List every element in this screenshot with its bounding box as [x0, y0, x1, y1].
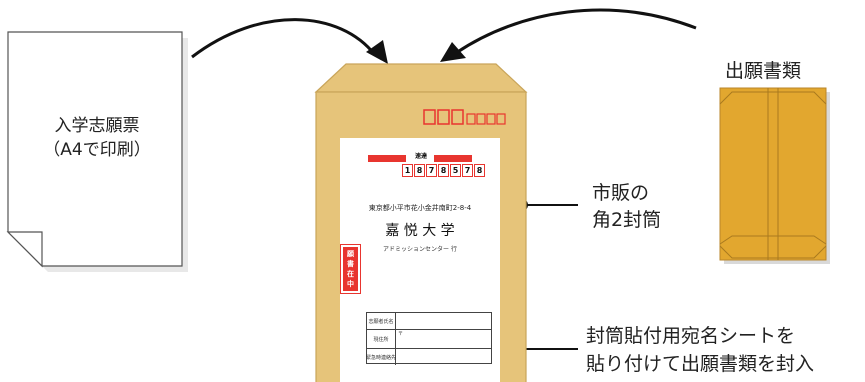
envelope-note: 市販の 角2封筒 — [592, 182, 662, 231]
arrow-left-head — [366, 40, 388, 64]
recipient-address: 東京都小平市花小金井南町2-8-4 — [368, 204, 472, 212]
recipient-dept: アドミッションセンター 行 — [383, 246, 457, 253]
express-heading: 速達 — [414, 153, 427, 160]
documents-envelope — [719, 87, 830, 264]
table-row: 現住所 〒 — [367, 330, 491, 349]
sheet-note: 封筒貼付用宛名シートを 貼り付けて出願書類を封入 — [586, 325, 815, 375]
enclosure-stamp: 願書在中 — [340, 244, 361, 294]
postal-code-digits: 1 8 7 8 5 7 8 — [402, 164, 485, 177]
table-row: 緊急時連絡先 — [366, 349, 491, 365]
express-red-bar-left — [368, 155, 406, 162]
arrow-right-curve — [455, 8, 697, 55]
application-form-paper — [6, 31, 188, 272]
table-row: 志願者氏名 — [367, 313, 491, 330]
documents-label: 出願書類 — [725, 60, 802, 82]
arrow-left-curve — [191, 18, 377, 59]
recipient-school: 嘉 悦 大 学 — [385, 223, 455, 239]
postal-code-boxes — [423, 109, 506, 125]
sender-table: 志願者氏名 現住所 〒 緊急時連絡先 — [366, 312, 492, 365]
application-form-title: 入学志願票 （A4で印刷） — [43, 116, 151, 160]
arrow-right-head — [440, 42, 466, 62]
express-red-bar-right — [434, 155, 472, 162]
